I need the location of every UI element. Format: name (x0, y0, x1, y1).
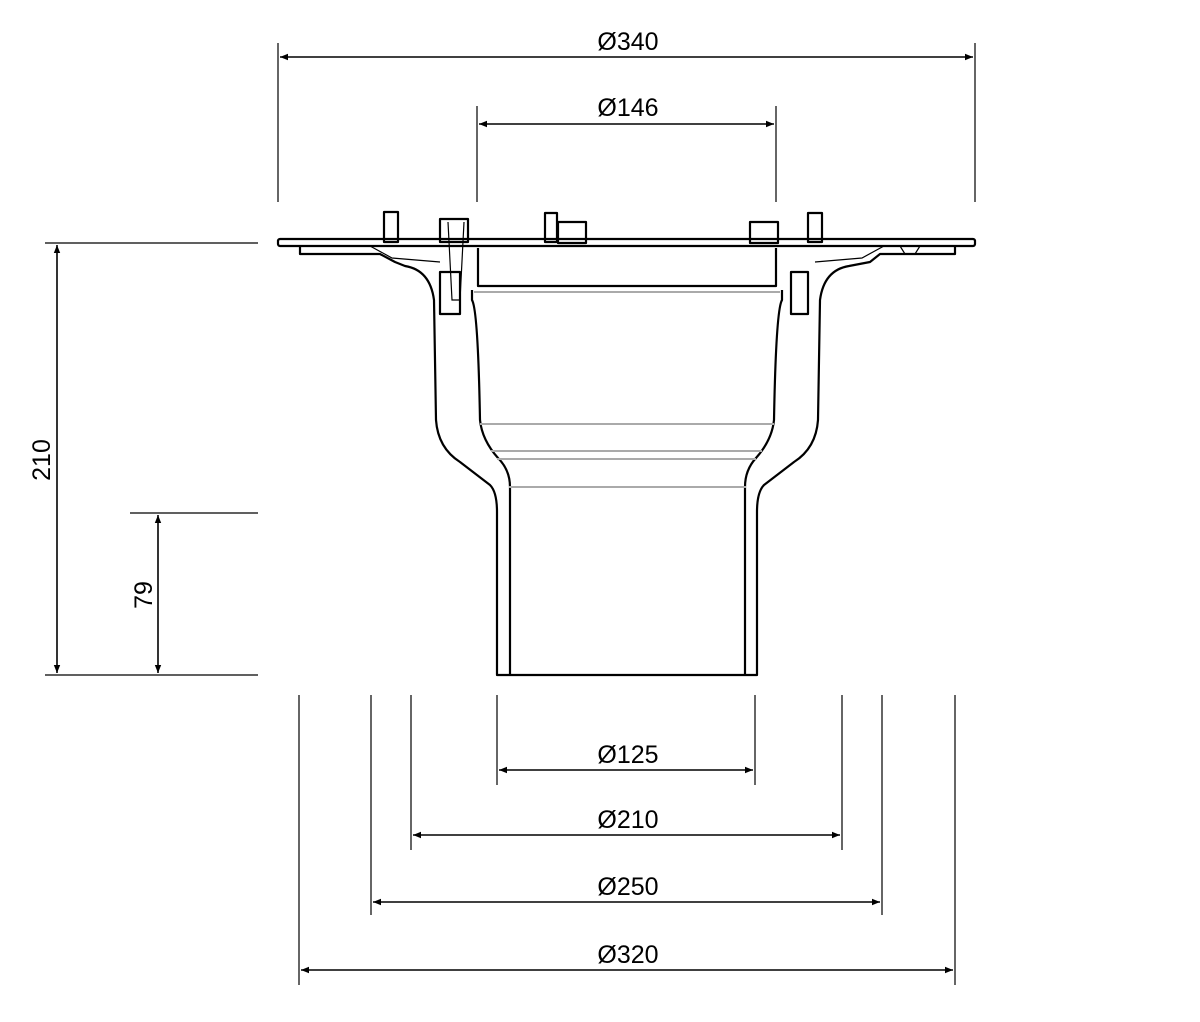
dimension-label: Ø210 (597, 806, 658, 834)
dimension-diameter-125: Ø125 (496, 695, 756, 785)
dimension-label: Ø146 (597, 94, 658, 122)
roof-drain-body (276, 210, 977, 677)
dimension-label: Ø250 (597, 873, 658, 901)
dimension-diameter-146: Ø146 (476, 94, 777, 202)
dimension-diameter-210: Ø210 (410, 695, 843, 850)
dimension-height-210: 210 (28, 242, 258, 676)
dimension-label: Ø320 (597, 941, 658, 969)
dimension-diameter-340: Ø340 (277, 28, 976, 202)
dimension-diameter-320: Ø320 (298, 695, 956, 985)
dimension-label: Ø340 (597, 28, 658, 56)
dimension-height-79: 79 (130, 512, 258, 673)
dimension-diameter-250: Ø250 (370, 695, 883, 915)
dimension-label: 210 (28, 439, 56, 481)
dimension-label: Ø125 (597, 741, 658, 769)
dimension-label: 79 (130, 581, 158, 609)
